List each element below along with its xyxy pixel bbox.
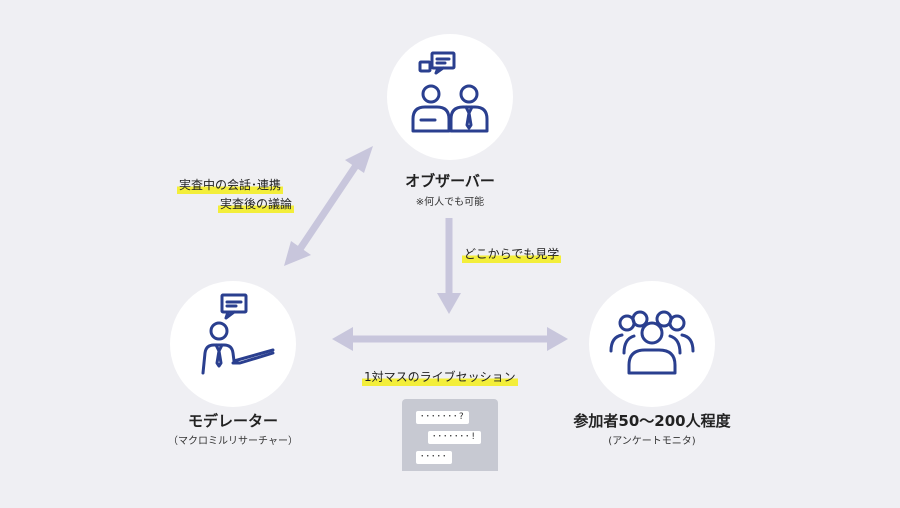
arrow-moderator-participants — [332, 327, 568, 351]
observer-circle — [387, 34, 513, 160]
presenter-speech-icon — [201, 293, 275, 375]
moderator-title: モデレーター — [187, 412, 278, 430]
participants-title: 参加者50〜200人程度 — [573, 412, 731, 430]
chat-panel: ･･･････? ･･･････! ･････ — [402, 399, 498, 471]
observer-moderator-label-line2: 実査後の議論 — [218, 196, 295, 213]
arrow-observer-moderator — [284, 146, 373, 266]
session-label: 1対マスのライブセッション — [362, 369, 518, 386]
arrow-observer-down — [437, 218, 461, 314]
two-people-chat-icon — [411, 51, 489, 133]
participants-circle — [589, 281, 715, 407]
chat-bubble: ･･･････! — [428, 431, 481, 444]
moderator-circle — [170, 281, 296, 407]
participants-subtitle: (アンケートモニタ) — [608, 436, 696, 447]
observer-subtitle: ※何人でも可能 — [415, 197, 485, 208]
chat-bubble: ･･･････? — [416, 411, 469, 424]
observer-moderator-label-line1: 実査中の会話･連携 — [177, 177, 284, 194]
observer-title: オブザーバー — [405, 172, 495, 190]
group-people-icon — [609, 310, 695, 375]
moderator-subtitle: （マクロミルリサーチャー） — [168, 436, 298, 447]
chat-bubble: ･････ — [416, 451, 452, 464]
observer-session-label: どこからでも見学 — [462, 246, 562, 263]
